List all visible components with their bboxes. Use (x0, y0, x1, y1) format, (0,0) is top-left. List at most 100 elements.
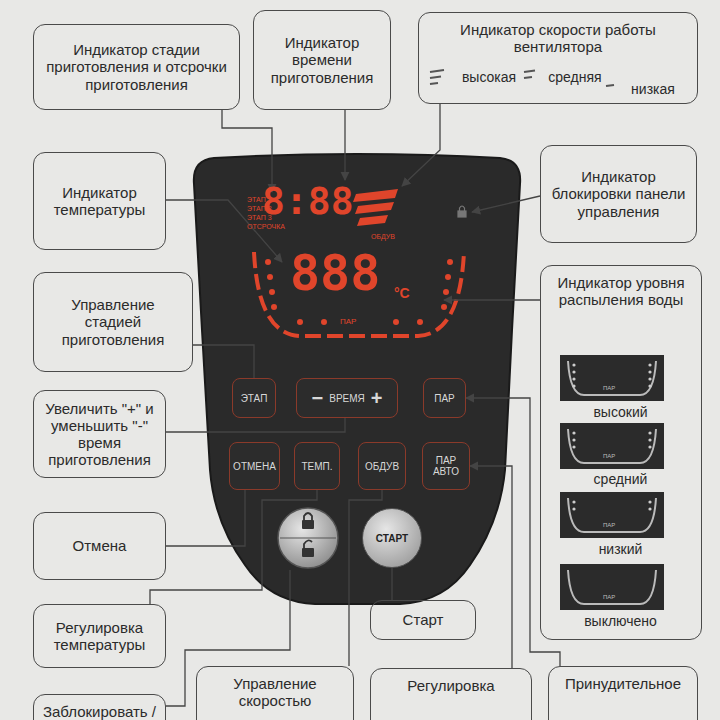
spray-dot (572, 363, 575, 366)
callout-box: Индикатор блокировки панели управления (540, 145, 697, 243)
leader-connector (193, 345, 254, 378)
callout-box: Принудительное (548, 666, 698, 720)
callout-box: Управление скоростью (196, 666, 354, 720)
start-button: СТАРТ (362, 508, 422, 568)
node-text: + (371, 387, 383, 409)
spray-dot (648, 500, 651, 503)
bowl-outline (568, 570, 656, 604)
leader-connector (470, 466, 512, 668)
node-text: Индикатор температуры (42, 184, 157, 219)
bowl-outline (568, 498, 656, 532)
bowl-outline (568, 429, 656, 463)
spray-dot (572, 384, 575, 387)
callout-box: Увеличить "+" и уменьшить "-" время приг… (33, 390, 166, 478)
fan-indicator: ОБДУВ (371, 233, 395, 240)
spray-dot (648, 384, 651, 387)
callout-box: Регулировка (370, 668, 532, 720)
control-panel (194, 154, 520, 604)
node-text: Индикатор времени приготовления (262, 34, 382, 86)
stage-indicator: ОТСРОЧКА (247, 223, 285, 230)
leader-connector (466, 398, 560, 666)
node-text: Индикатор стадии приготовления и отсрочк… (42, 41, 231, 93)
callout-box: Отмена (33, 512, 166, 580)
panel-button: ПАР АВТО (422, 442, 470, 490)
steam-mini-label: ПАР (603, 385, 615, 391)
panel-button: ОБДУВ (358, 442, 406, 490)
leader-lines (166, 104, 540, 706)
spray-dot (648, 438, 651, 441)
panel-button: ПАР (423, 378, 466, 418)
node-text: Принудительное (565, 675, 681, 692)
level-label: средняя (535, 69, 615, 85)
lock-button (278, 508, 338, 568)
spray-dot (648, 445, 651, 448)
spray-dot (648, 507, 651, 510)
spray-dot (648, 363, 651, 366)
node-text: Регулировка (407, 677, 494, 694)
node-text: Управление скоростью (205, 675, 345, 710)
steam-indicator: ПАР (340, 318, 356, 326)
spray-dot (572, 377, 575, 380)
node-text: ВРЕМЯ (329, 393, 365, 404)
spray-dot (572, 438, 575, 441)
level-label: высокая (449, 69, 529, 85)
spray-dot (648, 370, 651, 373)
level-label: низкая (617, 81, 689, 97)
callout-box: Индикатор стадии приготовления и отсрочк… (33, 24, 240, 110)
level-label: средний (541, 471, 700, 487)
steam-mini-label: ПАР (603, 594, 615, 600)
node-text: Индикатор скорости работы вентилятора (427, 21, 689, 56)
callout-box: Регулировка температуры (33, 604, 166, 668)
spray-dot (572, 370, 575, 373)
temperature-unit: °C (394, 286, 410, 300)
node-text: ПАР АВТО (425, 455, 467, 477)
steam-mini-label: ПАР (603, 453, 615, 459)
spray-dot (572, 507, 575, 510)
level-label: высокий (541, 404, 700, 420)
node-text: Регулировка температуры (42, 619, 157, 654)
bowl-outline (568, 361, 656, 395)
node-text: Индикатор блокировки панели управления (549, 168, 688, 220)
spray-dot (648, 377, 651, 380)
steam-mini-label: ПАР (603, 522, 615, 528)
node-text: Увеличить "+" и уменьшить "-" время приг… (42, 400, 157, 469)
node-text: − (312, 387, 324, 409)
node-text: ОБДУВ (365, 461, 399, 472)
leader-connector (391, 568, 392, 600)
panel-button: ТЕМП. (294, 442, 340, 490)
callout-box: Индикатор уровня распыления воды высокий с… (540, 265, 702, 640)
spray-dot (572, 500, 575, 503)
level-label: выключено (541, 613, 700, 629)
fan-speed-icons (430, 70, 614, 86)
node-text: Отмена (73, 537, 127, 554)
node-text: ПАР (434, 393, 455, 404)
spray-dot (572, 431, 575, 434)
panel-button: −ВРЕМЯ + (296, 378, 398, 418)
leader-connector (166, 490, 245, 546)
leader-connector (166, 418, 345, 432)
callout-box: Старт (370, 600, 476, 640)
panel-button: ЭТАП (232, 378, 276, 418)
node-text: ТЕМП. (301, 461, 332, 472)
node-text: Управление стадией приготовления (42, 296, 184, 348)
node-text: Старт (403, 611, 444, 628)
node-text: Заблокировать / (43, 703, 156, 720)
level-label: низкий (541, 541, 700, 557)
node-text: ОТМЕНА (233, 461, 276, 472)
time-digits: 8:88 (262, 182, 354, 220)
callout-box: Индикатор температуры (33, 152, 166, 250)
node-text: Индикатор уровня распыления воды (549, 274, 693, 309)
spray-dot (572, 445, 575, 448)
callout-box: Управление стадией приготовления (33, 272, 193, 372)
callout-box: Заблокировать / (33, 694, 166, 720)
callout-box: Индикатор времени приготовления (253, 10, 391, 110)
panel-button: ОТМЕНА (229, 442, 280, 490)
node-text: СТАРТ (376, 533, 408, 544)
lock-indicator (458, 206, 466, 217)
temperature-digits: 888 (290, 248, 380, 298)
leader-connector (150, 490, 317, 604)
fan-speed-bars (353, 189, 398, 226)
node-text: ЭТАП (241, 393, 268, 404)
